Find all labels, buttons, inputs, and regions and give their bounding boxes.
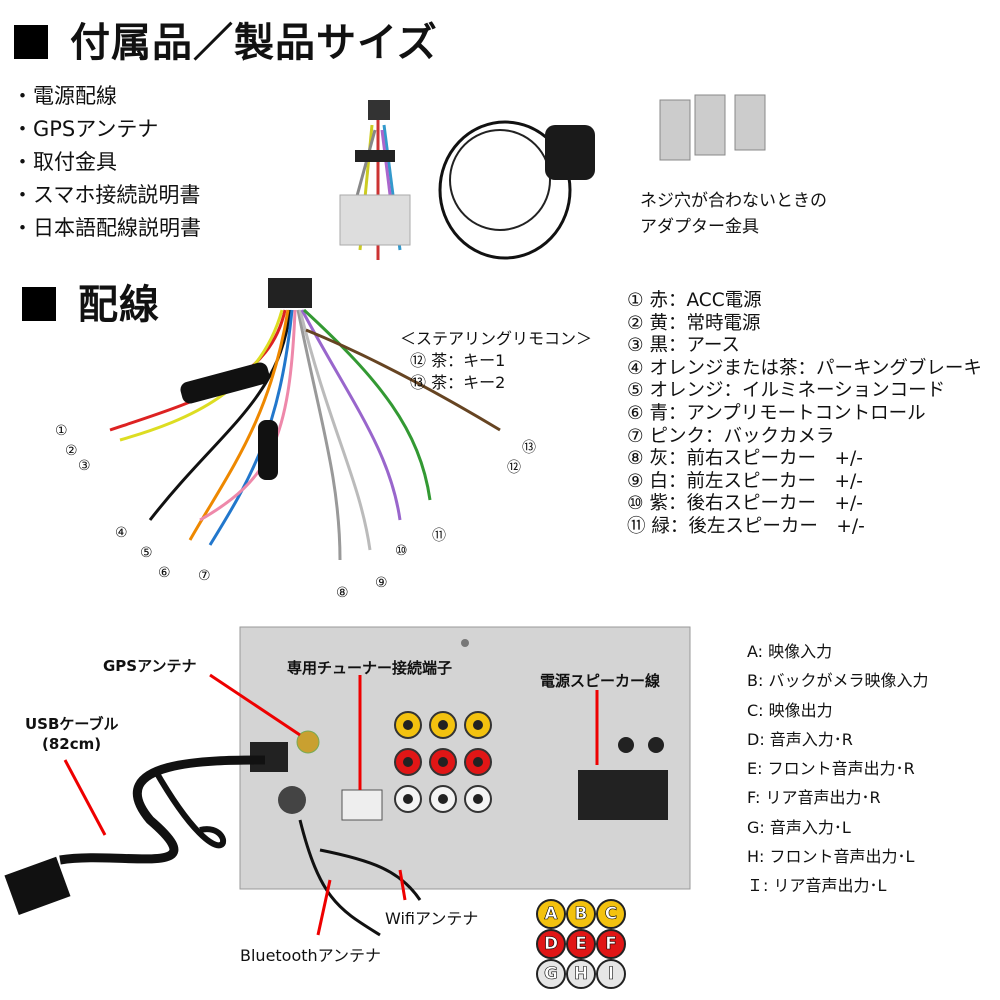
rca-key-c: C: [596, 899, 626, 929]
marker-12: ⑫: [507, 460, 521, 476]
rca-jack-hole: [403, 757, 413, 767]
power-speaker-label: 電源スピーカー線: [540, 672, 661, 690]
rca-jack-hole: [473, 720, 483, 730]
marker-4: ④: [115, 525, 128, 541]
marker-10: ⑩: [395, 543, 408, 559]
marker-7: ⑦: [198, 568, 211, 584]
wiring-diagram: [109, 278, 501, 561]
marker-5: ⑤: [140, 545, 153, 561]
square-bullet-icon: [14, 25, 48, 59]
marker-11: ⑪: [432, 528, 446, 544]
legend-item: B: バックがメラ映像入力: [747, 671, 929, 691]
rca-jack-hole: [473, 794, 483, 804]
rca-jack-hole: [473, 757, 483, 767]
power-harness-image: [339, 100, 411, 260]
legend-item: ⑥ 青：アンプリモートコントロール: [627, 402, 926, 424]
legend-item: Ｉ: リア音声出力･L: [747, 876, 887, 896]
legend-item: ③ 黒：アース: [627, 335, 740, 357]
bracket-image: [659, 94, 766, 161]
bracket-caption: ネジ穴が合わないときの アダプター金具: [640, 188, 827, 240]
gps-antenna-label: GPSアンテナ: [103, 657, 197, 675]
steering-item: ⑫ 茶：キー1: [410, 351, 506, 370]
title-text: 配線: [78, 282, 160, 328]
marker-1: ①: [55, 423, 68, 439]
steering-title: ＜ステアリングリモコン＞: [400, 329, 593, 348]
legend-item: ⑪ 緑：後左スピーカー +/-: [627, 515, 865, 537]
tuner-port-label: 専用チューナー接続端子: [287, 659, 453, 677]
rca-key-g: G: [536, 959, 566, 989]
marker-9: ⑨: [375, 575, 388, 591]
wire-color-legend: ① 赤：ACC電源 ② 黄：常時電源 ③ 黒：アース ④ オレンジまたは茶：パー…: [627, 290, 982, 539]
legend-item: H: フロント音声出力･L: [747, 847, 915, 867]
title-text: 付属品／製品サイズ: [70, 20, 438, 66]
legend-item: ⑩ 紫：後右スピーカー +/-: [627, 493, 863, 515]
rca-key-i: I: [596, 959, 626, 989]
legend-item: G: 音声入力･L: [747, 817, 851, 837]
list-item: ・日本語配線説明書: [12, 216, 201, 240]
marker-8: ⑧: [336, 585, 349, 601]
legend-item: C: 映像出力: [747, 700, 833, 720]
rca-key-b: B: [566, 899, 596, 929]
usb-cable-label: USBケーブル: [25, 715, 119, 733]
list-item: ・スマホ接続説明書: [12, 183, 201, 207]
rca-key-e: E: [566, 929, 596, 959]
marker-2: ②: [65, 443, 78, 459]
list-item: ・GPSアンテナ: [12, 117, 159, 141]
legend-item: ⑦ ピンク：バックカメラ: [627, 425, 835, 447]
legend-item: ① 赤：ACC電源: [627, 290, 762, 311]
legend-item: F: リア音声出力･R: [747, 788, 881, 808]
legend-item: ② 黄：常時電源: [627, 312, 761, 334]
bluetooth-antenna-label: Bluetoothアンテナ: [240, 946, 382, 965]
legend-item: E: フロント音声出力･R: [747, 759, 915, 779]
marker-3: ③: [78, 458, 91, 474]
gps-antenna-image: [438, 120, 595, 260]
section-title-accessories: 付属品／製品サイズ: [14, 10, 438, 68]
legend-item: D: 音声入力･R: [747, 729, 853, 749]
wifi-antenna-label: Wifiアンテナ: [385, 909, 479, 928]
rca-jack-hole: [438, 794, 448, 804]
rca-legend: A: 映像入力 B: バックがメラ映像入力 C: 映像出力 D: 音声入力･R …: [747, 637, 928, 901]
rca-key-a: A: [536, 899, 566, 929]
list-item: ・取付金具: [12, 150, 117, 174]
rca-jack-hole: [403, 720, 413, 730]
rca-jack-hole: [438, 757, 448, 767]
legend-item: ④ オレンジまたは茶：パーキングブレーキ: [627, 357, 982, 379]
steering-item: ⑬ 茶：キー2: [410, 373, 506, 392]
rca-jack-hole: [403, 794, 413, 804]
rca-jack-hole: [438, 720, 448, 730]
legend-item: A: 映像入力: [747, 642, 833, 661]
marker-13: ⑬: [522, 440, 536, 456]
legend-item: ⑧ 灰：前右スピーカー +/-: [627, 448, 863, 470]
legend-item: ⑨ 白：前左スピーカー +/-: [627, 470, 863, 492]
rca-key-f: F: [596, 929, 626, 959]
marker-6: ⑥: [158, 565, 171, 581]
caption-line: アダプター金具: [640, 217, 759, 237]
rca-key-h: H: [566, 959, 596, 989]
usb-length-label: (82cm): [42, 735, 102, 753]
accessory-list: ・電源配線 ・GPSアンテナ ・取付金具 ・スマホ接続説明書 ・日本語配線説明書: [12, 80, 201, 245]
callout-lines: [63, 673, 599, 936]
head-unit-rear-panel: [4, 626, 691, 937]
list-item: ・電源配線: [12, 84, 117, 108]
square-bullet-icon: [22, 287, 56, 321]
rca-key-d: D: [536, 929, 566, 959]
caption-line: ネジ穴が合わないときの: [640, 191, 827, 211]
steering-remote: ＜ステアリングリモコン＞ ⑫ 茶：キー1 ⑬ 茶：キー2: [400, 328, 592, 394]
legend-item: ⑤ オレンジ：イルミネーションコード: [627, 380, 946, 402]
section-title-wiring: 配線: [22, 272, 160, 330]
